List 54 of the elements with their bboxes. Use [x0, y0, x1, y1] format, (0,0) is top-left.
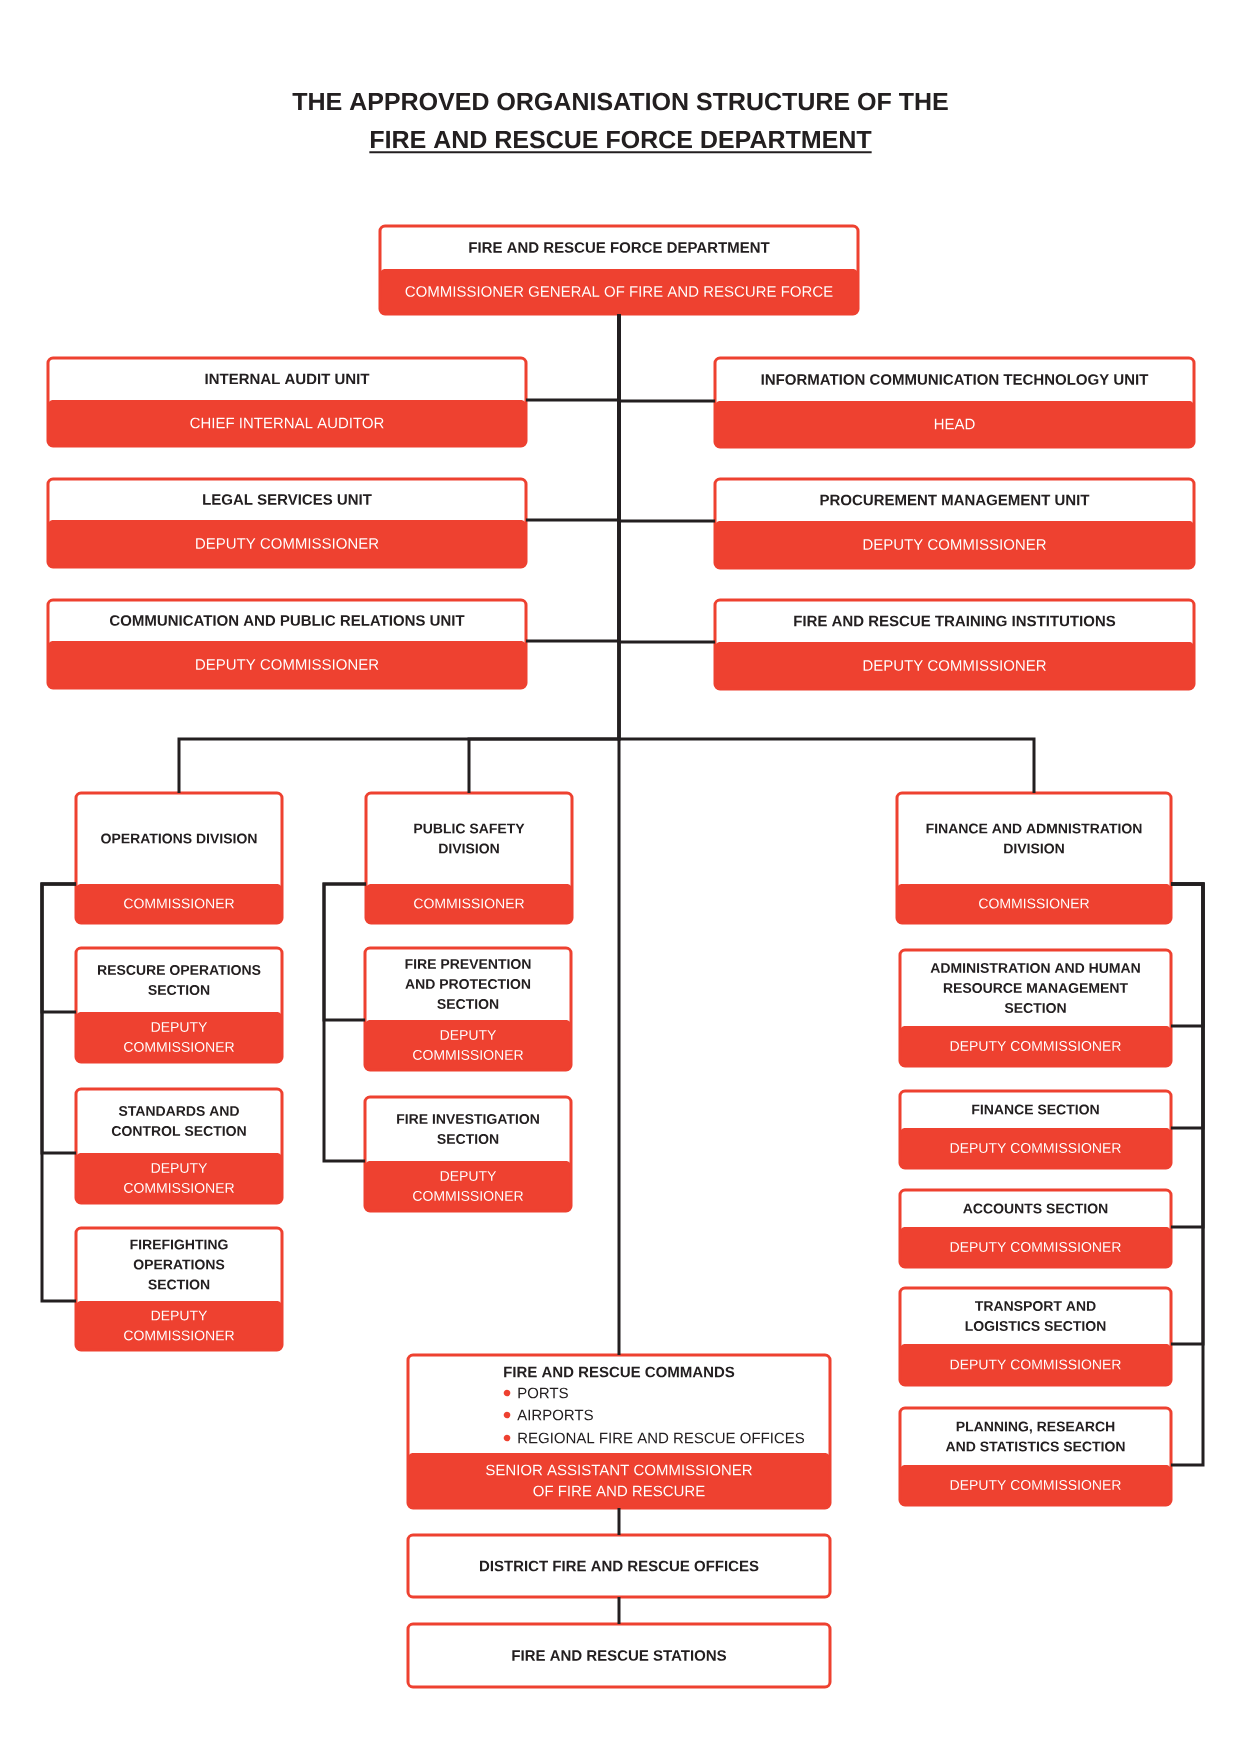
unit-title: DISTRICT FIRE AND RESCUE OFFICES: [480, 1560, 759, 1572]
unit-title: TRANSPORT AND LOGISTICS SECTION: [965, 1301, 1106, 1331]
unit-title: FIREFIGHTING OPERATIONS SECTION: [130, 1239, 228, 1290]
unit-title: FINANCE SECTION: [972, 1104, 1099, 1115]
connector-line: [1171, 882, 1205, 1467]
unit-title: COMMUNICATION AND PUBLIC RELATIONS UNIT: [110, 615, 465, 626]
unit-title: STANDARDS AND CONTROL SECTION: [111, 1106, 246, 1136]
post-title: DEPUTY COMMISSIONER: [950, 1242, 1121, 1252]
connector-line: [617, 314, 621, 1355]
post-title: DEPUTY COMMISSIONER: [124, 1022, 234, 1052]
unit-title: PLANNING, RESEARCH AND STATISTICS SECTION: [945, 1421, 1125, 1452]
connector-line: [322, 882, 366, 1163]
post-title: DEPUTY COMMISSIONER: [950, 1359, 1121, 1370]
connector-line: [40, 882, 76, 1303]
post-title: SENIOR ASSISTANT COMMISSIONER OF FIRE AND RESCURE: [486, 1464, 752, 1497]
unit-title: ADMINISTRATION AND HUMAN RESOURCE MANAGEMENT SECTION: [930, 963, 1140, 1013]
unit-title: LEGAL SERVICES UNIT: [203, 494, 372, 505]
post-title: DEPUTY COMMISSIONER: [863, 660, 1046, 671]
post-title: DEPUTY COMMISSIONER: [950, 1480, 1121, 1490]
unit-title: PUBLIC SAFETY DIVISION: [414, 823, 525, 854]
post-title: CHIEF INTERNAL AUDITOR: [190, 417, 384, 429]
post-title: COMMISSIONER GENERAL OF FIRE AND RESCURE FORCE: [405, 286, 833, 297]
unit-title: FIRE AND RESCUE FORCE DEPARTMENT: [469, 242, 770, 253]
connector-line: [617, 1508, 621, 1535]
title: THE APPROVED ORGANISATION STRUCTURE OF THE FIRE AND RESCUE FORCE DEPARTMENT: [292, 92, 948, 154]
post-title: DEPUTY COMMISSIONER: [124, 1163, 234, 1193]
post-title: DEPUTY COMMISSIONER: [124, 1310, 234, 1341]
list-item: REGIONAL FIRE AND RESCUE OFFICES: [518, 1432, 805, 1444]
unit-title: FIRE AND RESCUE COMMANDS: [504, 1366, 735, 1378]
unit-title: FIRE AND RESCUE TRAINING INSTITUTIONS: [794, 615, 1116, 627]
post-title: DEPUTY COMMISSIONER: [950, 1041, 1121, 1051]
post-title: DEPUTY COMMISSIONER: [863, 539, 1046, 550]
unit-title: INTERNAL AUDIT UNIT: [205, 373, 370, 385]
list-item: PORTS: [518, 1387, 568, 1399]
list-item: AIRPORTS: [517, 1409, 593, 1421]
post-title: DEPUTY COMMISSIONER: [950, 1143, 1121, 1153]
unit-title: FIRE INVESTIGATION SECTION: [397, 1114, 539, 1144]
unit-title: OPERATIONS DIVISION: [101, 833, 257, 844]
connector-line: [617, 1597, 621, 1624]
unit-title: FINANCE AND ADMNISTRATION DIVISION: [926, 823, 1142, 854]
post-title: DEPUTY COMMISSIONER: [413, 1171, 523, 1201]
unit-title: FIRE PREVENTION AND PROTECTION SECTION: [405, 959, 531, 1009]
unit-title: PROCUREMENT MANAGEMENT UNIT: [820, 494, 1090, 506]
post-title: DEPUTY COMMISSIONER: [196, 538, 379, 549]
unit-title: ACCOUNTS SECTION: [963, 1203, 1108, 1214]
unit-title: INFORMATION COMMUNICATION TECHNOLOGY UNIT: [761, 374, 1149, 385]
post-title: DEPUTY COMMISSIONER: [413, 1030, 523, 1060]
post-title: HEAD: [934, 418, 975, 430]
post-title: COMMISSIONER: [124, 898, 234, 909]
post-title: COMMISSIONER: [414, 898, 524, 909]
post-title: COMMISSIONER: [979, 898, 1089, 909]
unit-title: RESCURE OPERATIONS SECTION: [98, 965, 261, 995]
post-title: DEPUTY COMMISSIONER: [196, 659, 379, 670]
unit-title: FIRE AND RESCUE STATIONS: [512, 1650, 727, 1661]
